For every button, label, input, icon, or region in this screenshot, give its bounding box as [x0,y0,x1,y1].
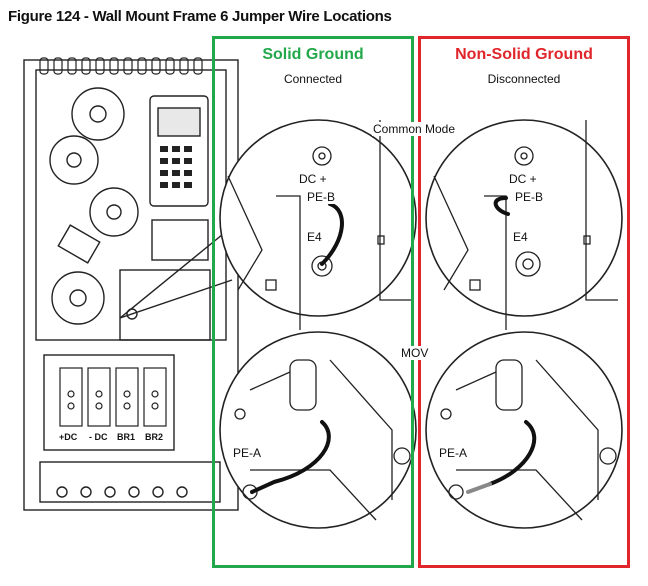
mov-label: MOV [400,346,430,360]
nonsolid-e4-label: E4 [512,230,529,244]
non-solid-ground-title: Non-Solid Ground [455,46,593,63]
terminal-label-minus-dc: - DC [88,432,109,442]
nonsolid-dc-plus-label: DC + [508,172,538,186]
solid-pe-b-label: PE-B [306,190,337,204]
terminal-label-br2: BR2 [144,432,165,442]
non-solid-ground-status: Disconnected [487,72,561,86]
nonsolid-pe-a-label: PE-A [438,446,469,460]
non-solid-ground-panel [418,36,630,568]
solid-e4-label: E4 [306,230,323,244]
solid-ground-panel [212,36,414,568]
solid-ground-title: Solid Ground [262,46,364,63]
terminal-label-plus-dc: +DC [58,432,79,442]
terminal-label-br1: BR1 [116,432,137,442]
solid-pe-a-label: PE-A [232,446,263,460]
solid-dc-plus-label: DC + [298,172,328,186]
common-mode-label: Common Mode [372,122,457,136]
nonsolid-pe-b-label: PE-B [514,190,545,204]
solid-ground-status: Connected [283,72,343,86]
figure-title: Figure 124 - Wall Mount Frame 6 Jumper W… [8,8,392,25]
